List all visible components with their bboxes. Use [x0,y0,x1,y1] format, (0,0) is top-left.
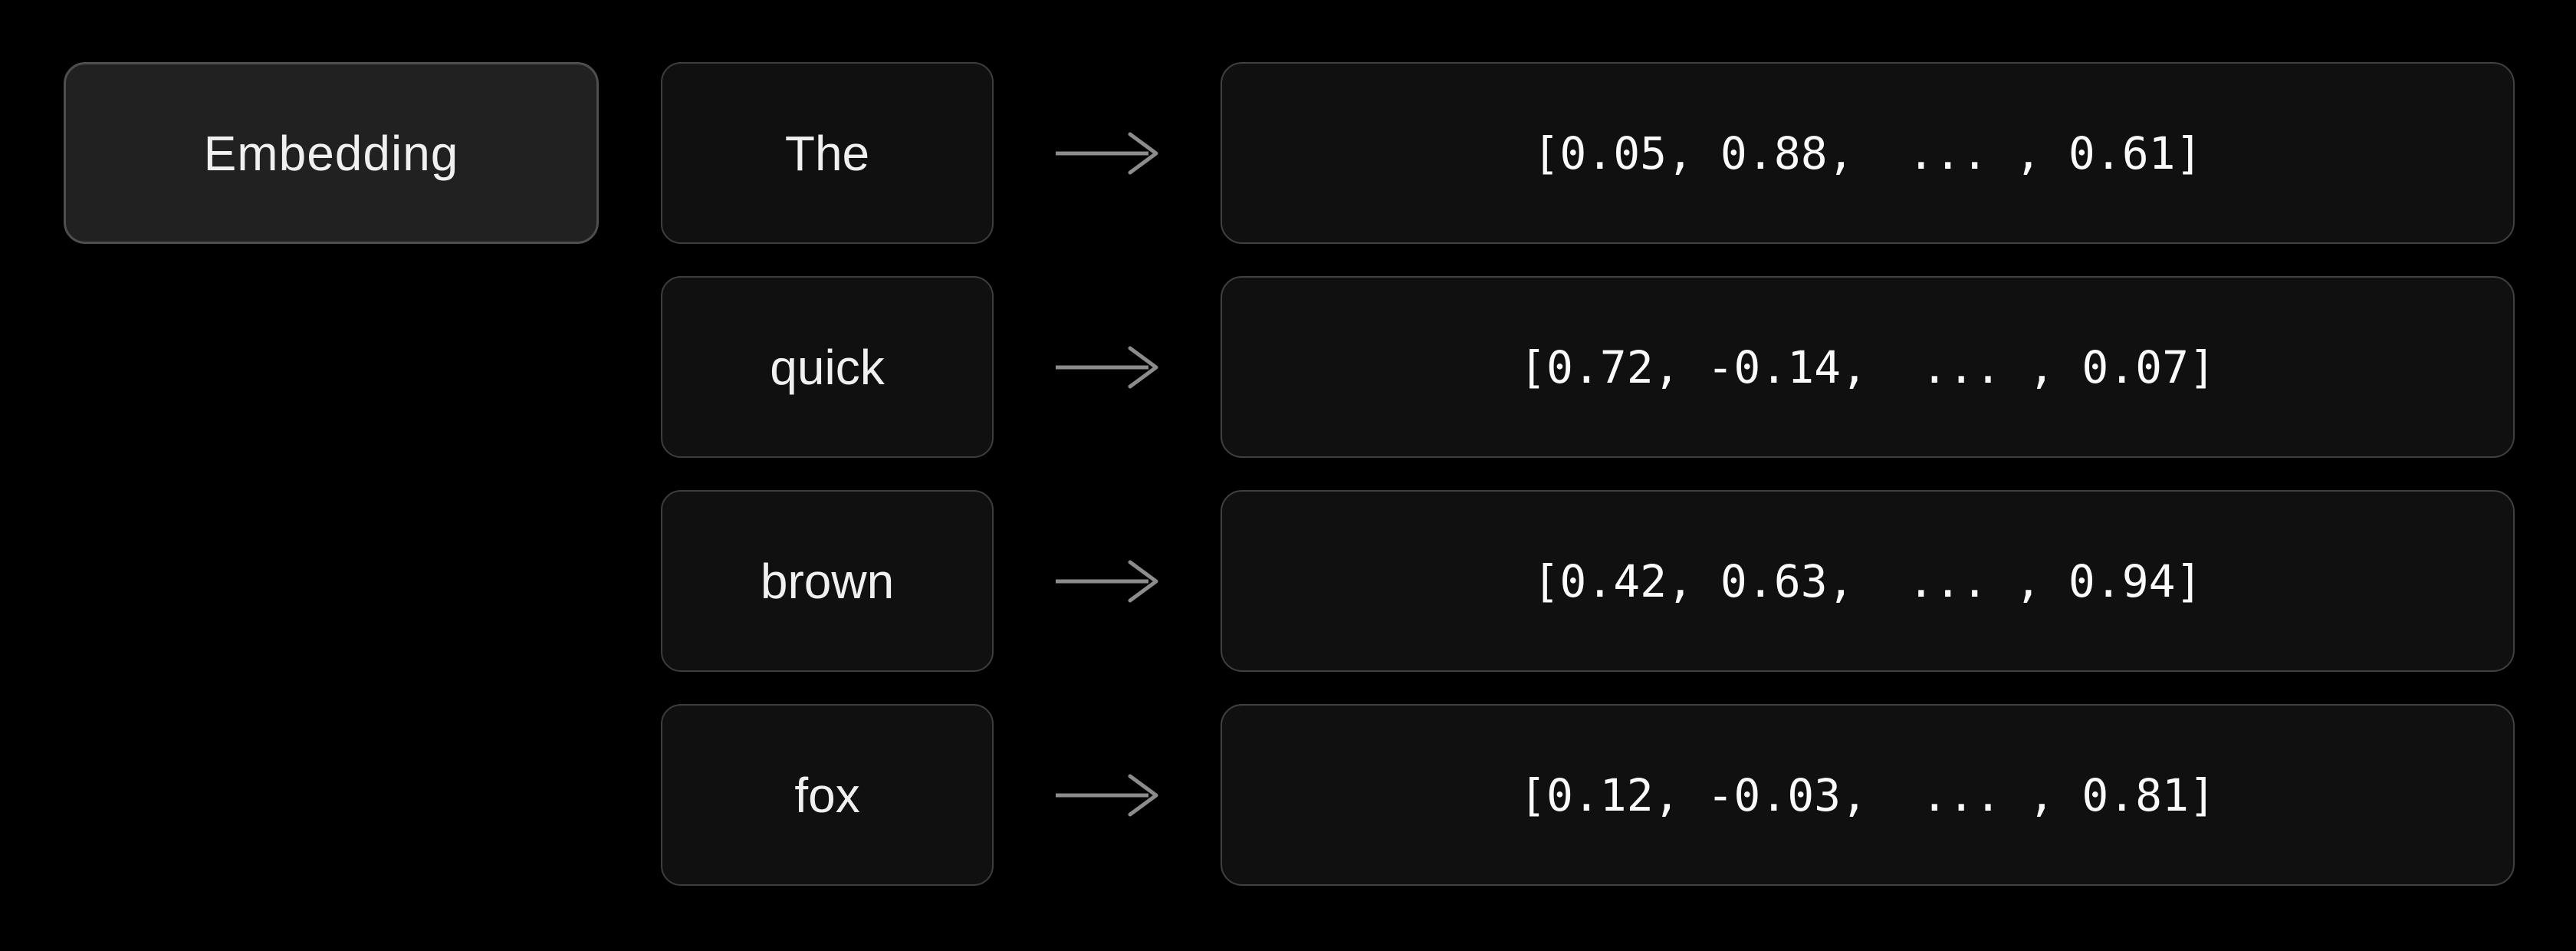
token-label: quick [770,339,885,395]
vector-value: [0.12, -0.03, ... , 0.81] [1520,768,2216,821]
vector-box: [0.05, 0.88, ... , 0.61] [1221,62,2515,244]
token-row: fox [0.12, -0.03, ... , 0.81] [661,704,2515,886]
vector-value: [0.42, 0.63, ... , 0.94] [1533,554,2203,607]
token-label: fox [794,767,860,823]
token-label: The [784,125,870,181]
vector-value: [0.05, 0.88, ... , 0.61] [1533,127,2203,179]
token-row: brown [0.42, 0.63, ... , 0.94] [661,490,2515,672]
embedding-label-box: Embedding [64,62,599,244]
token-row: The [0.05, 0.88, ... , 0.61] [661,62,2515,244]
token-box: brown [661,490,994,672]
token-label: brown [760,553,895,609]
token-box: quick [661,276,994,458]
embedding-label: Embedding [203,125,459,181]
right-arrow-icon [1056,774,1158,816]
right-arrow-icon [1056,132,1158,174]
token-row: quick [0.72, -0.14, ... , 0.07] [661,276,2515,458]
token-box: fox [661,704,994,886]
right-arrow-icon [1056,346,1158,388]
vector-value: [0.72, -0.14, ... , 0.07] [1520,341,2216,393]
vector-box: [0.12, -0.03, ... , 0.81] [1221,704,2515,886]
vector-box: [0.72, -0.14, ... , 0.07] [1221,276,2515,458]
vector-box: [0.42, 0.63, ... , 0.94] [1221,490,2515,672]
token-box: The [661,62,994,244]
right-arrow-icon [1056,560,1158,602]
